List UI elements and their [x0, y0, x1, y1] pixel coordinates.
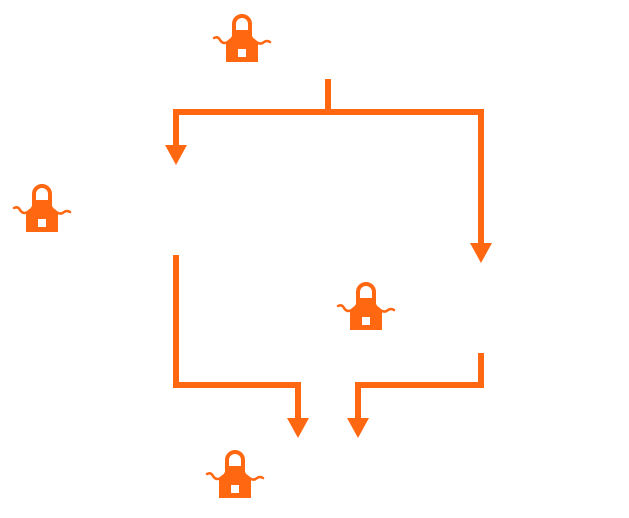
- edge-left-merge: [173, 255, 301, 420]
- apron-icon: [205, 450, 265, 500]
- apron-icon: [12, 184, 72, 234]
- edge-split-left: [173, 109, 481, 148]
- arrowhead-left: [165, 145, 187, 165]
- arrowhead-right: [470, 243, 492, 263]
- arrowhead-merge-left: [287, 418, 309, 438]
- apron-icon: [336, 282, 396, 332]
- apron-icon: [212, 14, 272, 64]
- edge-right-merge: [355, 353, 484, 420]
- arrowhead-merge-right: [347, 418, 369, 438]
